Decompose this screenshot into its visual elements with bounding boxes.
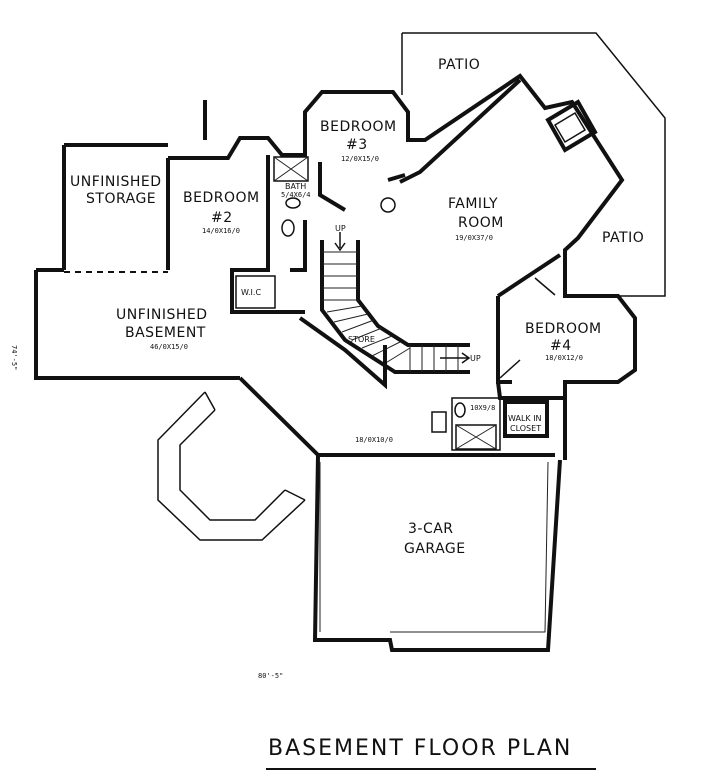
bath2-shower-cross bbox=[455, 424, 497, 450]
label-garage-2: GARAGE bbox=[404, 541, 466, 557]
bath-sink bbox=[281, 219, 295, 237]
main-staircase bbox=[320, 232, 471, 374]
bath2-shower bbox=[455, 424, 497, 450]
label-family-room-2: ROOM bbox=[458, 215, 504, 231]
storage-outline bbox=[34, 143, 240, 380]
label-bath: BATH bbox=[285, 182, 306, 191]
label-up-bottom: UP bbox=[470, 354, 481, 363]
planter-ends bbox=[204, 391, 306, 501]
label-garage-1: 3-CAR bbox=[408, 521, 454, 537]
label-bedroom3-dim: 12/0X15/0 bbox=[341, 155, 379, 163]
family-room-west-wall bbox=[399, 78, 522, 184]
label-patio-right: PATIO bbox=[602, 230, 644, 246]
label-bedroom4: BEDROOM bbox=[525, 321, 602, 337]
plan-title: BASEMENT FLOOR PLAN bbox=[268, 736, 573, 761]
label-unfinished-basement-dim: 46/0X15/0 bbox=[150, 343, 188, 351]
label-bedroom3: BEDROOM bbox=[320, 119, 397, 135]
label-family-room-1: FAMILY bbox=[448, 196, 498, 212]
label-bedroom2-number: #2 bbox=[211, 210, 233, 226]
bedroom3-fixture bbox=[380, 197, 396, 213]
exterior-wall-north bbox=[166, 73, 637, 460]
bath-tub-cross bbox=[273, 156, 309, 182]
label-family-room-dim: 19/0X37/0 bbox=[455, 234, 493, 242]
label-bath2-dim: 10X9/8 bbox=[470, 404, 495, 412]
label-hall-dim: 18/0X10/0 bbox=[355, 436, 393, 444]
bedroom4-walls bbox=[496, 381, 565, 400]
label-unfinished-basement-1: UNFINISHED bbox=[116, 307, 208, 323]
label-bedroom4-dim: 18/0X12/0 bbox=[545, 354, 583, 362]
fireplace bbox=[545, 99, 598, 153]
label-bedroom2-dim: 14/0X16/0 bbox=[202, 227, 240, 235]
hall-cabinet bbox=[431, 411, 447, 433]
label-unfinished-storage-1: UNFINISHED bbox=[70, 174, 162, 190]
store-walls bbox=[298, 316, 387, 390]
label-bedroom4-number: #4 bbox=[550, 338, 572, 354]
title-underline bbox=[266, 768, 596, 770]
label-unfinished-storage-2: STORAGE bbox=[86, 191, 156, 207]
bath2-box bbox=[451, 397, 501, 451]
label-bedroom2: BEDROOM bbox=[183, 190, 260, 206]
bath2-toilet bbox=[454, 402, 466, 418]
label-walk-in-closet-1: WALK IN bbox=[508, 414, 542, 423]
label-bath-dim: 5/4X6/4 bbox=[281, 191, 311, 199]
bedroom2-walls bbox=[230, 155, 307, 314]
label-bedroom3-number: #3 bbox=[346, 137, 368, 153]
dimension-depth: 74'-5" bbox=[10, 345, 18, 370]
bath-toilet bbox=[285, 197, 301, 209]
bedroom4-door bbox=[499, 277, 556, 379]
family-room-south-wall bbox=[496, 253, 562, 384]
label-up-top: UP bbox=[335, 224, 346, 233]
patio-outline bbox=[401, 32, 666, 297]
planter-inner bbox=[179, 409, 286, 521]
planter-outer bbox=[157, 391, 306, 541]
bath-tub bbox=[273, 156, 309, 182]
label-walk-in-closet-2: CLOSET bbox=[510, 424, 541, 433]
walk-in-closet-box bbox=[503, 400, 549, 438]
garage-interior-line bbox=[319, 461, 549, 633]
dimension-width: 80'-5" bbox=[258, 672, 283, 680]
label-store: STORE bbox=[348, 335, 375, 344]
label-unfinished-basement-2: BASEMENT bbox=[125, 325, 206, 341]
wic-outline bbox=[235, 275, 276, 309]
bedroom3-interior bbox=[318, 162, 406, 212]
label-wic: W.I.C bbox=[241, 288, 261, 297]
label-patio-top: PATIO bbox=[438, 57, 480, 73]
